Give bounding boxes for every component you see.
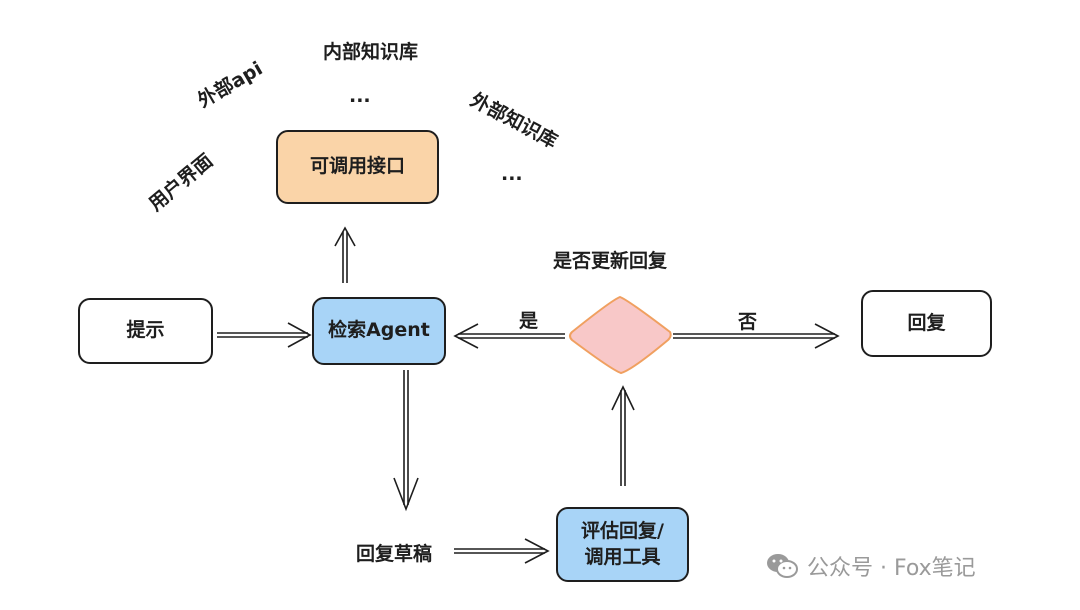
internal-kb-label: 内部知识库	[323, 41, 419, 63]
prompt-node: 提示	[78, 298, 213, 364]
decision-label: 是否更新回复	[553, 250, 668, 272]
arrow-agent-to-interface	[334, 226, 356, 283]
evaluate-label: 评估回复/调用工具	[581, 519, 664, 568]
evaluate-node: 评估回复/调用工具	[556, 507, 689, 582]
prompt-label: 提示	[126, 319, 165, 342]
arrow-draft-to-evaluate	[454, 538, 550, 564]
no-label: 否	[738, 311, 758, 333]
interface-node: 可调用接口	[276, 130, 439, 204]
ellipsis-top: ...	[349, 85, 371, 107]
watermark: 公众号 · Fox笔记	[765, 550, 976, 582]
arrow-prompt-to-agent	[217, 322, 312, 348]
arrow-agent-down	[393, 370, 419, 512]
arrow-decision-to-reply	[673, 323, 840, 349]
wechat-icon	[767, 554, 798, 578]
agent-node: 检索Agent	[312, 297, 446, 365]
arrow-evaluate-to-decision	[611, 385, 635, 486]
ellipsis-right: ...	[501, 163, 523, 185]
yes-label: 是	[519, 310, 539, 332]
watermark-text: 公众号 · Fox笔记	[807, 556, 976, 581]
arrow-decision-to-agent	[453, 323, 565, 349]
reply-node: 回复	[861, 290, 992, 357]
draft-label: 回复草稿	[356, 543, 433, 565]
agent-label: 检索Agent	[328, 319, 430, 342]
decision-diamond	[569, 295, 672, 375]
interface-label: 可调用接口	[309, 155, 405, 178]
reply-label: 回复	[907, 311, 946, 334]
